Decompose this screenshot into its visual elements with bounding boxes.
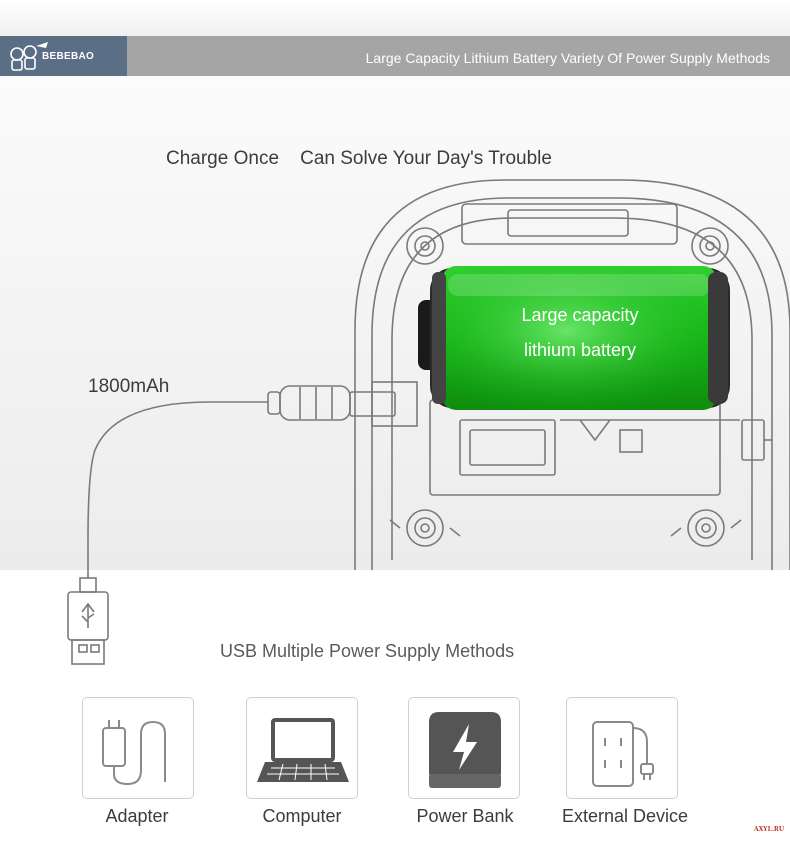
usb-cable xyxy=(87,381,418,578)
headline: Charge Once Can Solve Your Day's Trouble xyxy=(166,148,552,169)
device-housing-outline xyxy=(354,179,790,570)
method-label-power-bank: Power Bank xyxy=(416,806,514,826)
power-strip-icon xyxy=(592,721,654,787)
method-tile-power-bank xyxy=(408,697,520,799)
brand-name: BEBEBAO xyxy=(42,51,95,62)
top-strip xyxy=(0,0,790,36)
banner-text: Large Capacity Lithium Battery Variety O… xyxy=(365,50,770,66)
capacity-label: 1800mAh xyxy=(88,376,170,397)
banner-bar: Large Capacity Lithium Battery Variety O… xyxy=(0,36,790,76)
laptop-icon xyxy=(257,718,349,782)
battery-label-line1: Large capacity xyxy=(521,305,639,325)
mounting-screws xyxy=(389,227,742,547)
method-tile-adapter xyxy=(82,697,194,799)
power-bank-icon xyxy=(429,712,501,788)
method-label-external-device: External Device xyxy=(561,806,689,826)
method-tile-computer xyxy=(246,697,358,799)
method-tile-external-device xyxy=(566,697,678,799)
brand-logo: BEBEBAO xyxy=(0,36,127,76)
section-title: USB Multiple Power Supply Methods xyxy=(220,641,515,661)
watermark: AXYL.RU xyxy=(754,826,785,833)
method-label-adapter: Adapter xyxy=(105,806,169,826)
adapter-icon xyxy=(102,720,166,786)
mascot-logo-icon xyxy=(10,42,48,71)
battery-graphic xyxy=(418,266,730,410)
usb-plug-icon xyxy=(67,577,109,665)
battery-label-line2: lithium battery xyxy=(523,340,637,360)
method-label-computer: Computer xyxy=(262,806,342,826)
